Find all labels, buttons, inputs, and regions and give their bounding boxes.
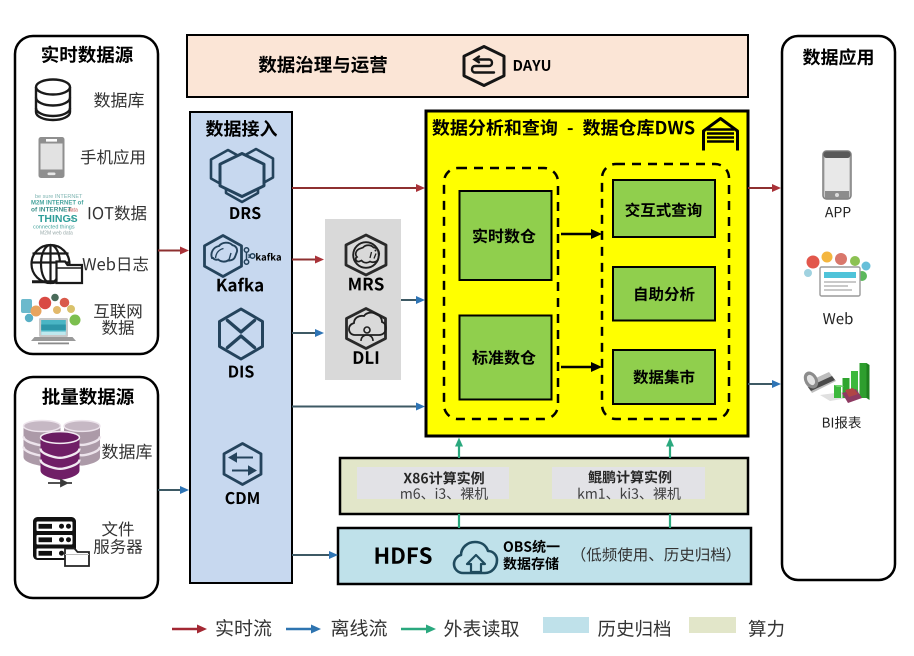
svg-text:data: data — [68, 208, 78, 214]
svg-text:of INTERNET: of INTERNET — [31, 207, 71, 214]
svg-text:THINGS: THINGS — [38, 213, 78, 225]
svg-text:M2M INTERNET of: M2M INTERNET of — [31, 201, 84, 207]
svg-text:be sure INTERNET: be sure INTERNET — [35, 194, 83, 200]
svg-text:of: of — [70, 217, 75, 223]
svg-text:M2M web data: M2M web data — [40, 231, 73, 237]
svg-text:connected things: connected things — [33, 225, 75, 231]
